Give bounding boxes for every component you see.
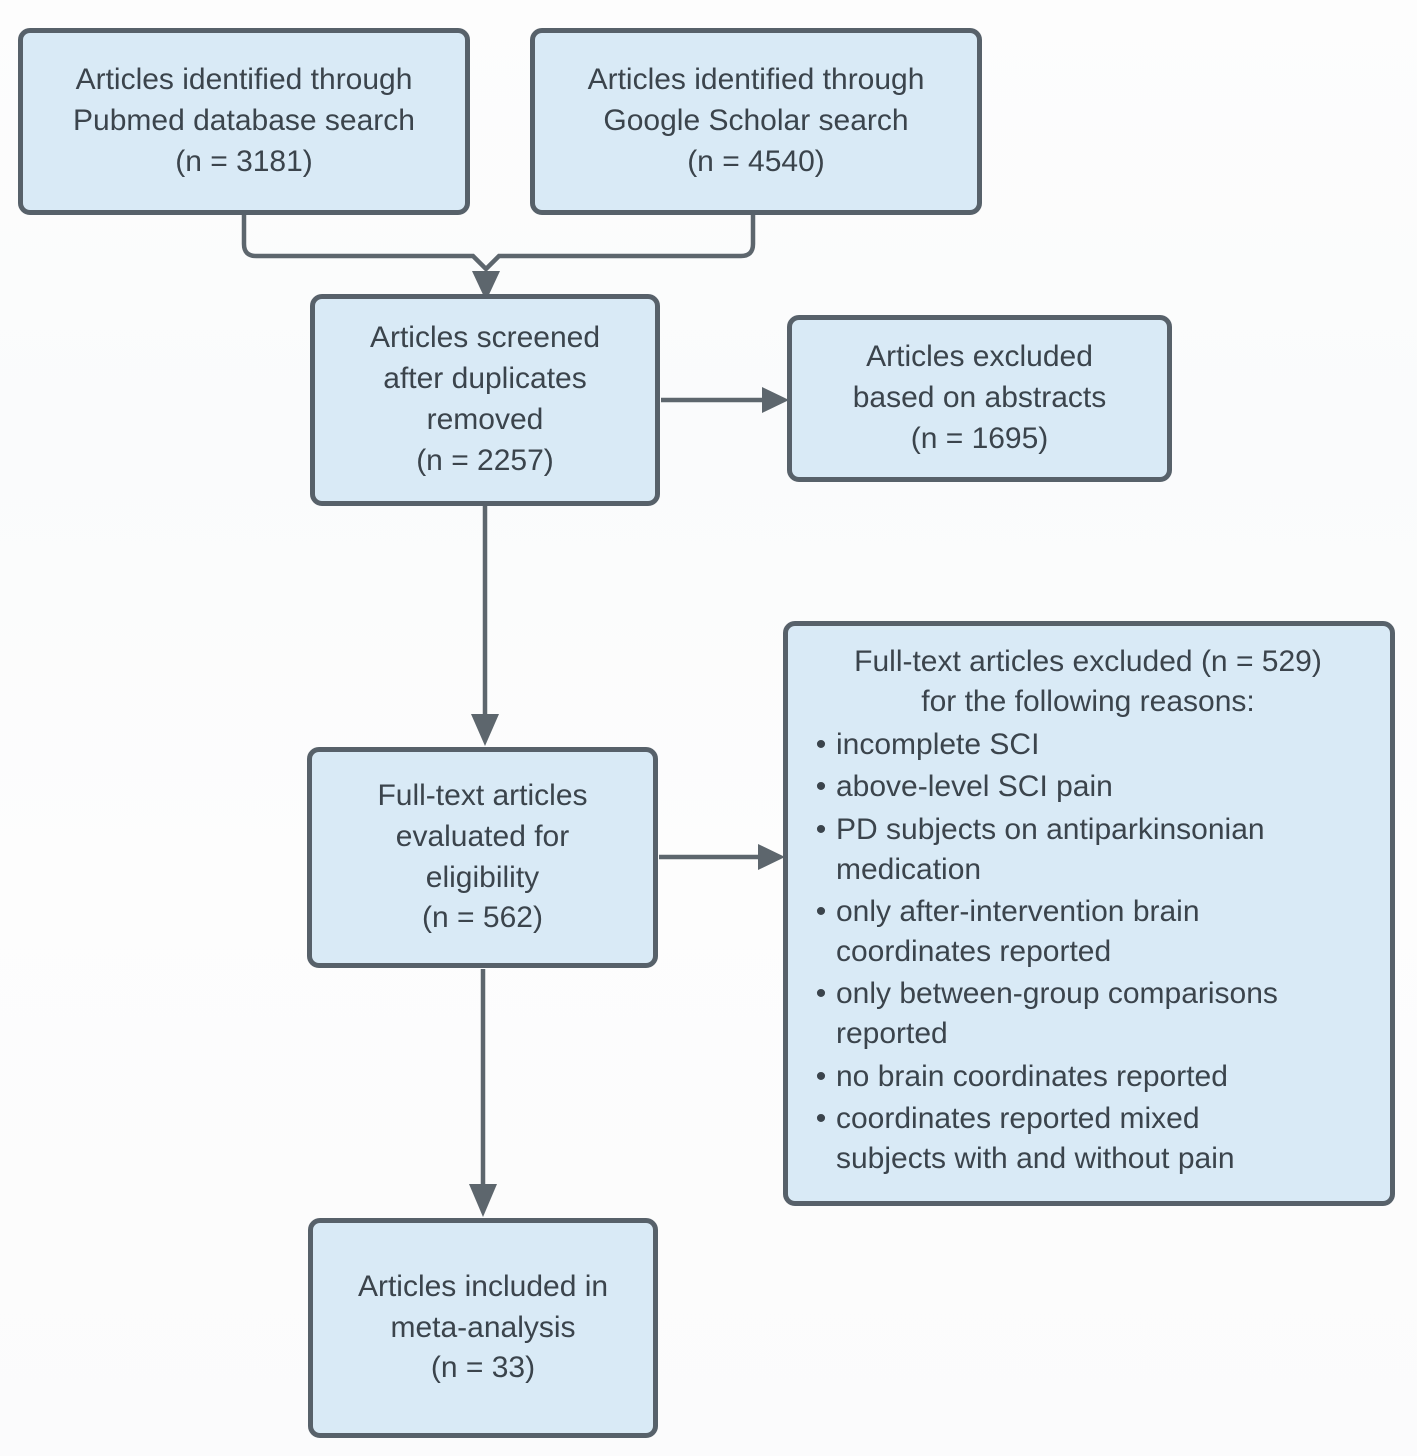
bullet-icon: • [815,727,827,761]
box-fulltext-evaluated: Full-text articles evaluated for eligibi… [307,747,658,968]
bullet-icon: • [815,770,827,804]
exclusion-reason-text: only between-group comparisons reported [836,977,1278,1050]
exclusion-reason-item: • incomplete SCI [804,725,1372,765]
fulltext-to-included-arrowhead-icon [469,1184,497,1217]
exclusion-reason-item: • above-level SCI pain [804,767,1372,807]
exclusion-reason-item: • only between-group comparisons reporte… [804,974,1372,1053]
box-scholar-identified: Articles identified through Google Schol… [530,28,982,215]
bullet-icon: • [815,812,827,846]
fulltext-to-excluded-arrowhead-icon [758,844,785,870]
box-abstracts-excluded: Articles excluded based on abstracts (n … [787,315,1172,482]
screened-to-fulltext-arrowhead-icon [471,714,499,746]
exclusion-reason-text: no brain coordinates reported [836,1059,1228,1093]
exclusion-reason-item: • coordinates reported mixed subjects wi… [804,1099,1372,1178]
exclusion-reason-text: incomplete SCI [836,727,1040,761]
exclusion-reason-text: PD subjects on antiparkinsonian medicati… [836,812,1265,886]
bullet-icon: • [815,895,827,929]
box-fulltext-excluded: Full-text articles excluded (n = 529) fo… [783,621,1395,1206]
box-pubmed-identified: Articles identified through Pubmed datab… [18,28,470,215]
merge-connector-line [241,215,756,273]
bullet-icon: • [815,977,827,1011]
exclusion-reason-item: • PD subjects on antiparkinsonian medica… [804,810,1372,889]
box-screened: Articles screened after duplicates remov… [310,294,660,506]
box-screened-label: Articles screened after duplicates remov… [369,321,601,477]
box-scholar-label: Articles identified through Google Schol… [587,63,925,178]
bullet-icon: • [815,1102,827,1136]
box-abstracts-excluded-label: Articles excluded based on abstracts (n … [852,340,1107,455]
box-included: Articles included in meta-analysis (n = … [308,1218,658,1438]
fulltext-excluded-title: Full-text articles excluded (n = 529) fo… [854,645,1322,718]
exclusion-reason-text: coordinates reported mixed subjects with… [836,1102,1235,1175]
box-included-label: Articles included in meta-analysis (n = … [357,1269,609,1385]
exclusion-reason-item: • no brain coordinates reported [804,1057,1372,1097]
exclusion-reason-text: only after-intervention brain coordinate… [836,895,1200,968]
bullet-icon: • [815,1059,827,1093]
box-fulltext-evaluated-label: Full-text articles evaluated for eligibi… [377,778,588,935]
box-pubmed-label: Articles identified through Pubmed datab… [73,63,415,178]
exclusion-reason-item: • only after-intervention brain coordina… [804,892,1372,971]
screened-to-abstracts-arrowhead-icon [762,387,789,413]
exclusion-reason-text: above-level SCI pain [836,770,1113,804]
